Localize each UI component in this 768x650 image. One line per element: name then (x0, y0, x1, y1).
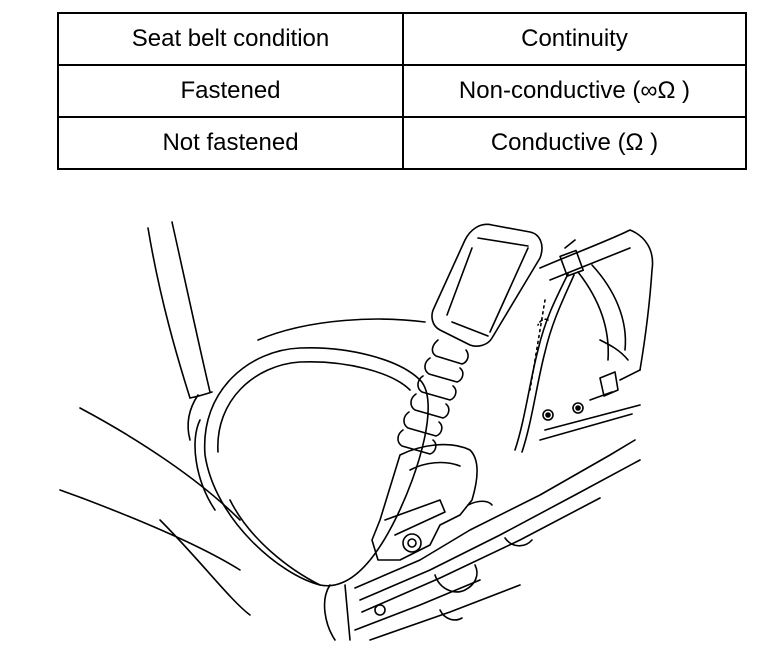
seat-frame-right (539, 229, 654, 381)
cushion-bolster (187, 347, 429, 587)
table-header-row: Seat belt condition Continuity (57, 12, 747, 66)
cell-continuity-not-fastened: Conductive (Ω ) (402, 116, 747, 170)
seat-cushion-outline (59, 407, 251, 616)
buckle-head (431, 223, 543, 347)
cell-condition-not-fastened: Not fastened (57, 116, 404, 170)
seat-back-outline (147, 221, 426, 399)
buckle-wire-harness (514, 239, 585, 453)
buckle-stalk (397, 339, 469, 455)
table-row: Fastened Non-conductive (∞Ω ) (57, 64, 747, 118)
cell-continuity-fastened: Non-conductive (∞Ω ) (402, 64, 747, 118)
table-row: Not fastened Conductive (Ω ) (57, 116, 747, 170)
buckle-base-bracket (371, 443, 493, 561)
seat-rail-bracket (323, 371, 641, 641)
header-seat-belt-condition: Seat belt condition (57, 12, 404, 66)
cell-condition-fastened: Fastened (57, 64, 404, 118)
continuity-table: Seat belt condition Continuity Fastened … (57, 12, 747, 170)
header-continuity: Continuity (402, 12, 747, 66)
